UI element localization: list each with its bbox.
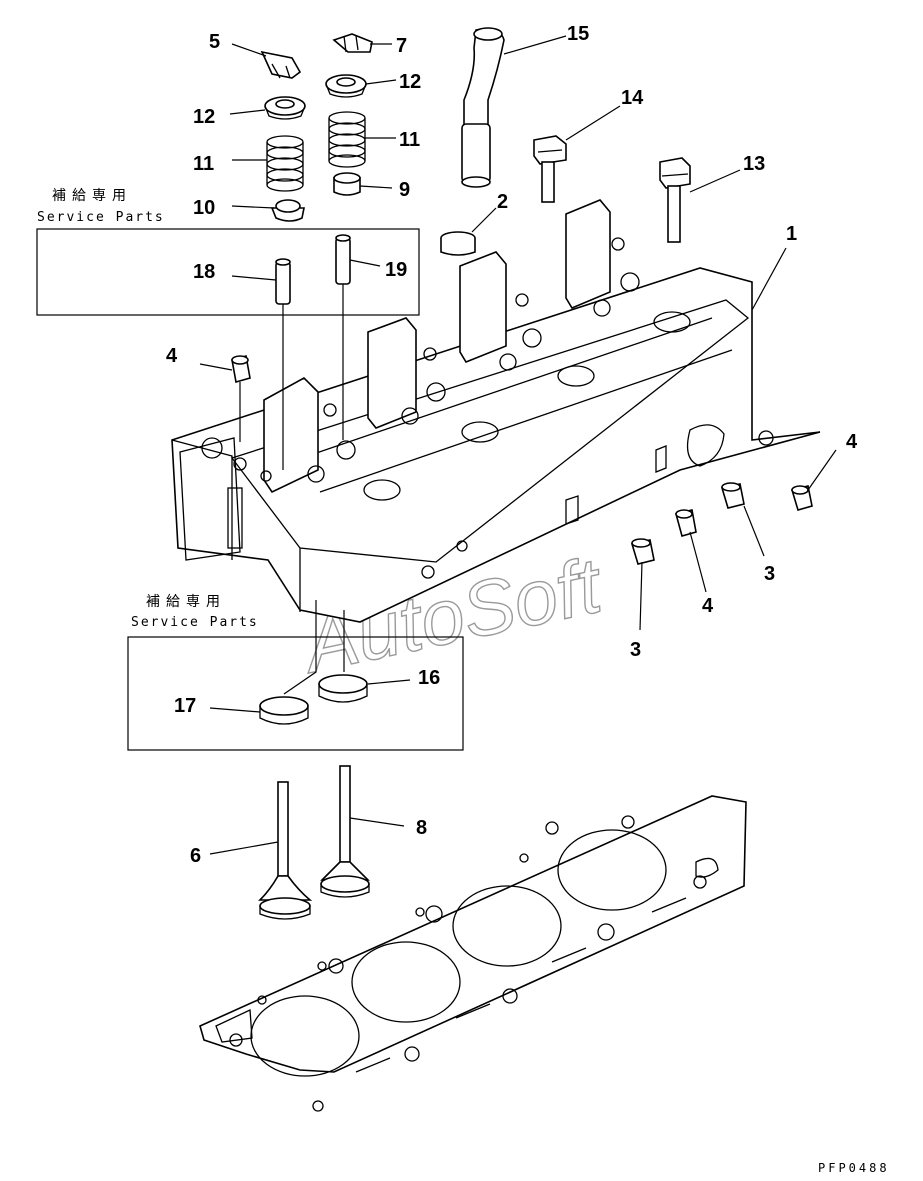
part-bolt-short: [533, 135, 567, 203]
leader-lines: [199, 35, 837, 855]
service-box-jp-label: 補給専用: [146, 594, 226, 610]
callout-11: 11: [193, 153, 214, 175]
part-plug-4b: [675, 509, 697, 537]
part-bolt-long: [659, 157, 691, 243]
part-plug: [440, 231, 476, 256]
callout-13: 13: [743, 153, 765, 175]
service-parts-box-upper: 補給専用 Service Parts: [36, 188, 420, 316]
part-valve-stem-seal: [333, 172, 361, 196]
part-valve-guide-19: [335, 234, 351, 285]
part-valve-seat-insert-16: [318, 674, 368, 703]
callout-9: 9: [399, 179, 410, 201]
callout-4: 4: [166, 345, 178, 367]
service-box-jp-label: 補給専用: [52, 188, 132, 204]
callout-16: 16: [418, 667, 440, 689]
callout-14: 14: [621, 87, 644, 109]
part-spring-retainer-upper: [325, 74, 367, 98]
service-box-en-label: Service Parts: [131, 615, 259, 630]
callout-1: 1: [786, 223, 797, 245]
callout-17: 17: [174, 695, 196, 717]
callout-12: 12: [399, 71, 421, 93]
callout-19: 19: [385, 259, 407, 281]
callout-15: 15: [567, 23, 589, 45]
part-valve-6: [258, 781, 313, 920]
callout-18: 18: [193, 261, 215, 283]
callout-3: 3: [630, 639, 641, 661]
callout-2: 2: [497, 191, 508, 213]
callout-7: 7: [396, 35, 407, 57]
part-valve-seat-insert-17: [259, 696, 309, 725]
part-valve-guide-18: [275, 258, 291, 305]
part-head-gasket: [199, 795, 747, 1112]
part-spring-retainer-lower: [264, 96, 306, 120]
part-hose: [461, 27, 505, 188]
part-valve-spring-right: [328, 111, 366, 168]
callout-6: 6: [190, 845, 201, 867]
part-plug-3a: [720, 482, 745, 509]
part-spring-seat: [270, 199, 305, 222]
callout-4: 4: [702, 595, 714, 617]
callout-11: 11: [399, 129, 420, 151]
part-plug-4a: [231, 354, 251, 384]
drawing-code: PFP0488: [818, 1161, 890, 1175]
callout-4: 4: [846, 431, 858, 453]
part-valve-spring-left: [266, 135, 304, 192]
callout-10: 10: [193, 197, 215, 219]
part-cylinder-head: [171, 199, 821, 623]
part-valve-keeper: [260, 50, 302, 79]
callout-labels: 5 7 12 12 11 11 9 10 15 14 13 2 18 19 4 …: [166, 23, 858, 867]
part-valve-keeper-2: [332, 33, 373, 53]
part-valve-8: [320, 765, 370, 898]
callout-12: 12: [193, 106, 215, 128]
service-box-en-label: Service Parts: [37, 210, 165, 225]
callout-8: 8: [416, 817, 427, 839]
service-parts-box-lower: 補給専用 Service Parts: [127, 594, 464, 751]
part-plug-3b: [630, 538, 655, 565]
callout-5: 5: [209, 31, 220, 53]
callout-3: 3: [764, 563, 775, 585]
